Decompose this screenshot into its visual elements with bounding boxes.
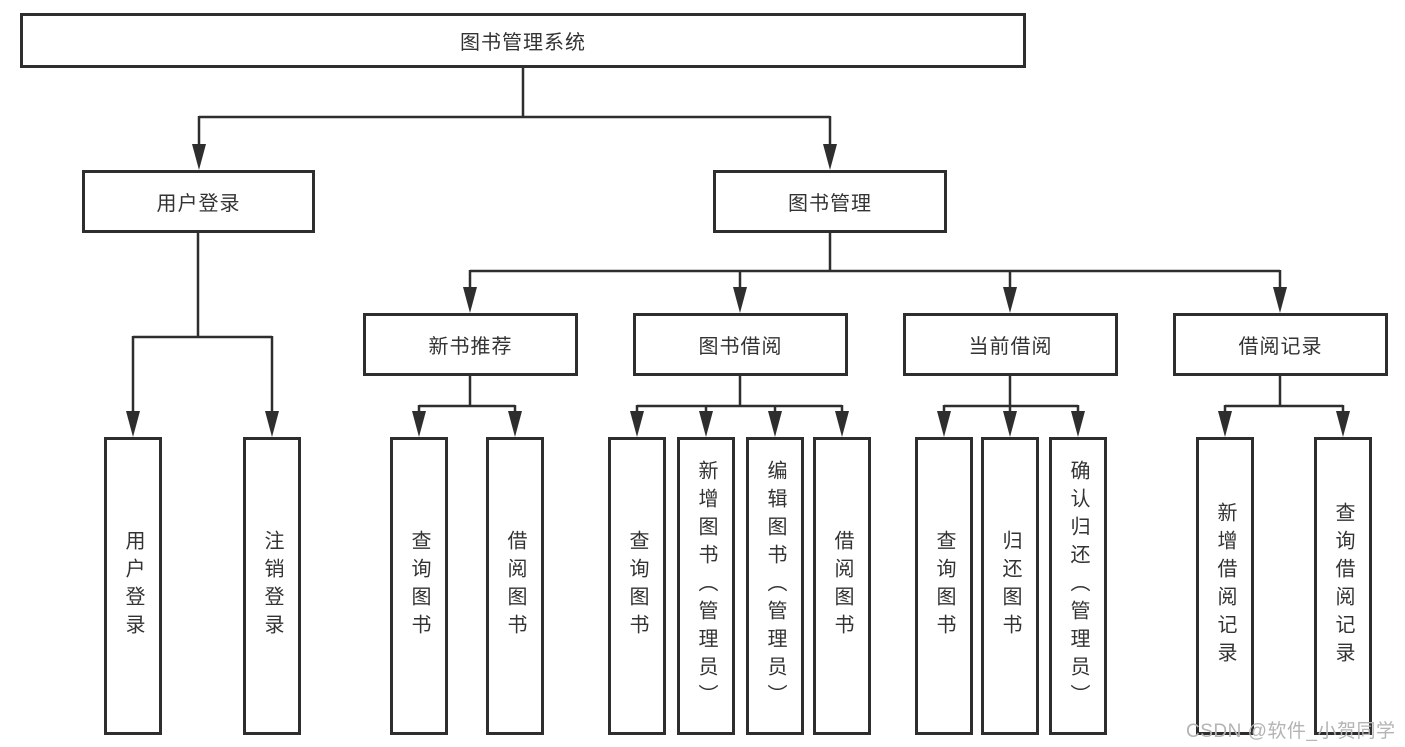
leaf-add-book-admin: 新增图书（管理员） — [677, 437, 735, 735]
node-root-system: 图书管理系统 — [20, 13, 1026, 68]
leaf-add-borrow-record: 新增借阅记录 — [1196, 437, 1254, 735]
node-book-borrowing: 图书借阅 — [633, 313, 848, 376]
leaf-edit-book-admin: 编辑图书（管理员） — [746, 437, 804, 735]
node-new-book-recommend: 新书推荐 — [363, 313, 578, 376]
leaf-return-books: 归还图书 — [981, 437, 1039, 735]
connector-paths — [131, 68, 1345, 415]
leaf-logout: 注销登录 — [243, 437, 301, 735]
leaf-query-books-borrowing: 查询图书 — [608, 437, 666, 735]
leaf-query-books-current: 查询图书 — [915, 437, 973, 735]
leaf-borrow-books-borrowing: 借阅图书 — [813, 437, 871, 735]
node-user-login: 用户登录 — [82, 170, 315, 233]
node-borrowing-records: 借阅记录 — [1173, 313, 1388, 376]
node-current-borrowing: 当前借阅 — [903, 313, 1118, 376]
leaf-query-books-recommend: 查询图书 — [390, 437, 448, 735]
leaf-user-login: 用户登录 — [104, 437, 162, 735]
arrowheads — [126, 144, 1350, 437]
leaf-confirm-return-admin: 确认归还（管理员） — [1049, 437, 1107, 735]
csdn-watermark: CSDN @软件_小贺同学 — [1186, 721, 1396, 742]
leaf-borrow-books-recommend: 借阅图书 — [486, 437, 544, 735]
leaf-query-borrow-record: 查询借阅记录 — [1314, 437, 1372, 735]
node-book-management: 图书管理 — [713, 170, 947, 233]
